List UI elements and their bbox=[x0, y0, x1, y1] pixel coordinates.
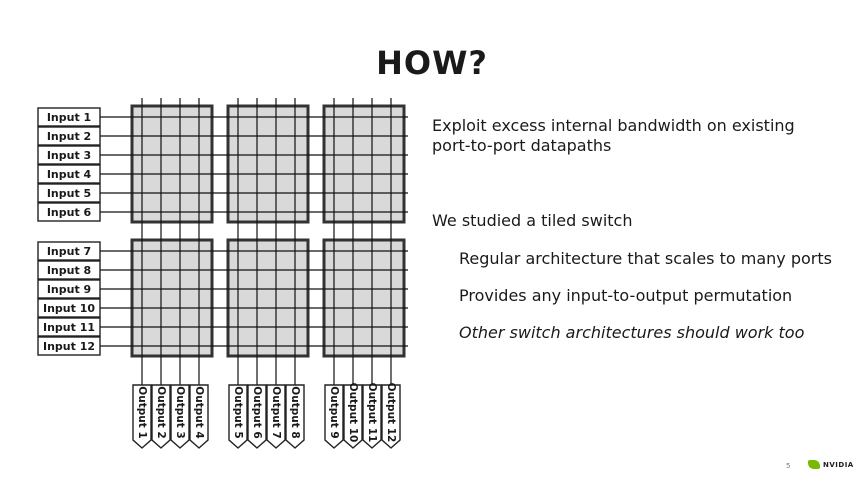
input-label: Input 6 bbox=[47, 206, 92, 219]
output-label-box bbox=[247, 384, 267, 449]
input-label: Input 3 bbox=[47, 149, 91, 162]
output-label-box bbox=[170, 384, 190, 449]
input-label-box bbox=[37, 202, 101, 222]
input-label: Input 5 bbox=[47, 187, 91, 200]
logo-text: NVIDIA bbox=[823, 460, 854, 469]
input-label-box bbox=[37, 183, 101, 203]
nvidia-eye-icon bbox=[808, 460, 820, 469]
input-label-box bbox=[37, 279, 101, 299]
output-label: Output 3 bbox=[174, 386, 186, 438]
output-label: Output 11 bbox=[366, 383, 378, 443]
output-label-box bbox=[228, 384, 248, 449]
output-label-box bbox=[151, 384, 171, 449]
input-label: Input 10 bbox=[43, 302, 95, 315]
input-label-box bbox=[37, 126, 101, 146]
input-label-box bbox=[37, 260, 101, 280]
output-label-box bbox=[324, 384, 344, 449]
switch-tile bbox=[226, 238, 310, 358]
switch-tile bbox=[322, 238, 406, 358]
output-label-box bbox=[381, 384, 401, 449]
output-label-box bbox=[132, 384, 152, 449]
output-label-box bbox=[189, 384, 209, 449]
output-label-box bbox=[285, 384, 305, 449]
sub-bullet-other-architectures: Other switch architectures should work t… bbox=[459, 323, 805, 342]
input-label-box bbox=[37, 241, 101, 261]
output-label: Output 4 bbox=[193, 386, 205, 438]
output-label: Output 8 bbox=[289, 386, 301, 438]
output-label: Output 5 bbox=[232, 386, 244, 438]
switch-tile bbox=[130, 104, 214, 224]
output-label: Output 12 bbox=[385, 383, 397, 443]
output-label-box bbox=[266, 384, 286, 449]
page-number: 5 bbox=[786, 462, 791, 470]
output-label-box bbox=[343, 384, 363, 449]
input-label: Input 2 bbox=[47, 130, 91, 143]
nvidia-logo: NVIDIA bbox=[808, 460, 854, 469]
output-label: Output 7 bbox=[270, 386, 282, 438]
input-label-box bbox=[37, 145, 101, 165]
input-label: Input 4 bbox=[47, 168, 92, 181]
switch-tile bbox=[130, 238, 214, 358]
output-label: Output 10 bbox=[347, 383, 359, 443]
input-label-box bbox=[37, 164, 101, 184]
slide-title: HOW? bbox=[376, 44, 488, 82]
input-label: Input 8 bbox=[47, 264, 91, 277]
output-label: Output 6 bbox=[251, 386, 263, 438]
input-label: Input 11 bbox=[43, 321, 95, 334]
input-label-box bbox=[37, 107, 101, 127]
sub-bullet-permutation: Provides any input-to-output permutation bbox=[459, 286, 793, 305]
input-label: Input 9 bbox=[47, 283, 91, 296]
output-label-box bbox=[362, 384, 382, 449]
bullet-exploit-bandwidth-line2: port-to-port datapaths bbox=[432, 136, 612, 155]
input-label-box bbox=[37, 336, 101, 356]
bullet-exploit-bandwidth-line1: Exploit excess internal bandwidth on exi… bbox=[432, 116, 795, 135]
output-label: Output 1 bbox=[136, 386, 148, 438]
input-label-box bbox=[37, 298, 101, 318]
output-label: Output 9 bbox=[328, 386, 340, 438]
input-label: Input 1 bbox=[47, 111, 91, 124]
switch-tile bbox=[226, 104, 310, 224]
sub-bullet-regular-architecture: Regular architecture that scales to many… bbox=[459, 249, 832, 268]
output-label: Output 2 bbox=[155, 386, 167, 438]
switch-tile bbox=[322, 104, 406, 224]
input-label: Input 12 bbox=[43, 340, 95, 353]
input-label: Input 7 bbox=[47, 245, 91, 258]
input-label-box bbox=[37, 317, 101, 337]
bullet-tiled-switch: We studied a tiled switch bbox=[432, 211, 633, 230]
